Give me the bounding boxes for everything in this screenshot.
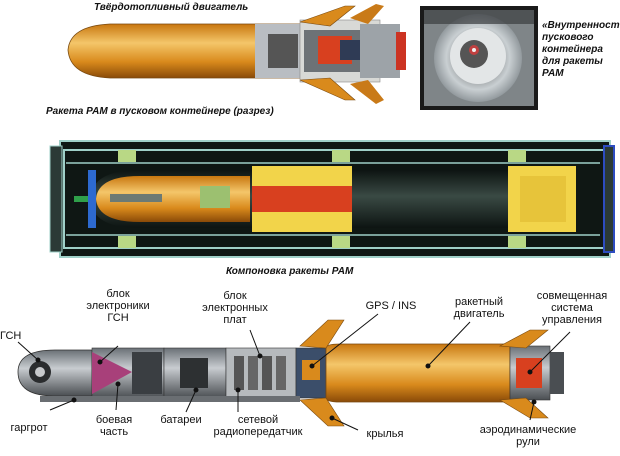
caption-inside-line-5: РАМ [542,68,564,79]
label-rocket-motor-2: двигатель [453,308,505,320]
label-rocket-motor: ракетный двигатель [444,296,514,320]
label-warhead-1: боевая [95,414,133,426]
label-seeker-electronics: блок электроники ГСН [86,288,150,324]
label-seeker-electronics-1: блок [106,288,130,300]
caption-container-section: Ракета РАМ в пусковом контейнере (разрез… [46,106,274,117]
label-control-system-1: совмещенная [536,290,608,302]
label-gsn: ГСН [0,330,21,342]
label-control-system-2: система [551,302,593,314]
label-seeker-electronics-2: электроники [86,300,150,312]
missile-layout [17,313,571,431]
caption-inside-line-1: «Внутренности [542,20,620,31]
label-seeker-electronics-3: ГСН [107,312,129,324]
label-network-radio-1: сетевой [237,414,279,426]
label-wings: крылья [350,428,420,440]
label-batteries: батареи [150,414,212,426]
label-warhead: боевая часть [84,414,144,438]
label-electronic-boards-1: блок [223,290,247,302]
label-control-system: совмещенная система управления [528,290,616,326]
label-electronic-boards: блок электронных плат [196,290,274,326]
label-network-radio: сетевой радиопередатчик [206,414,310,438]
label-control-system-3: управления [542,314,602,326]
caption-layout: Компоновка ракеты РАМ [226,266,354,277]
caption-inside-line-3: контейнера [542,44,603,55]
label-aero-fins-1: аэродинамические [479,424,577,436]
container-layout [49,140,615,258]
label-network-radio-2: радиопередатчик [213,426,303,438]
label-aero-fins-2: рули [516,436,540,448]
caption-inside-line-2: пускового [542,32,594,43]
label-gsn-text: ГСН [0,330,22,342]
launcher-interior-photo [420,6,538,110]
label-gps-ins: GPS / INS [356,300,426,312]
caption-inside-line-4: для ракеты [542,56,603,67]
caption-solid-motor: Твёрдотопливный двигатель [94,2,249,13]
label-electronic-boards-3: плат [223,314,247,326]
label-batteries-text: батареи [160,414,202,426]
label-gargrot: гаргрот [0,422,58,434]
label-gargrot-text: гаргрот [10,422,48,434]
label-gps-ins-text: GPS / INS [365,300,417,312]
cutaway-missile [67,4,406,104]
label-electronic-boards-2: электронных [202,302,268,314]
label-wings-text: крылья [366,428,404,440]
caption-launcher-interior: «Внутренности пускового контейнера для р… [542,20,620,80]
label-rocket-motor-1: ракетный [454,296,504,308]
label-aero-fins: аэродинамические рули [470,424,586,448]
label-warhead-2: часть [99,426,129,438]
